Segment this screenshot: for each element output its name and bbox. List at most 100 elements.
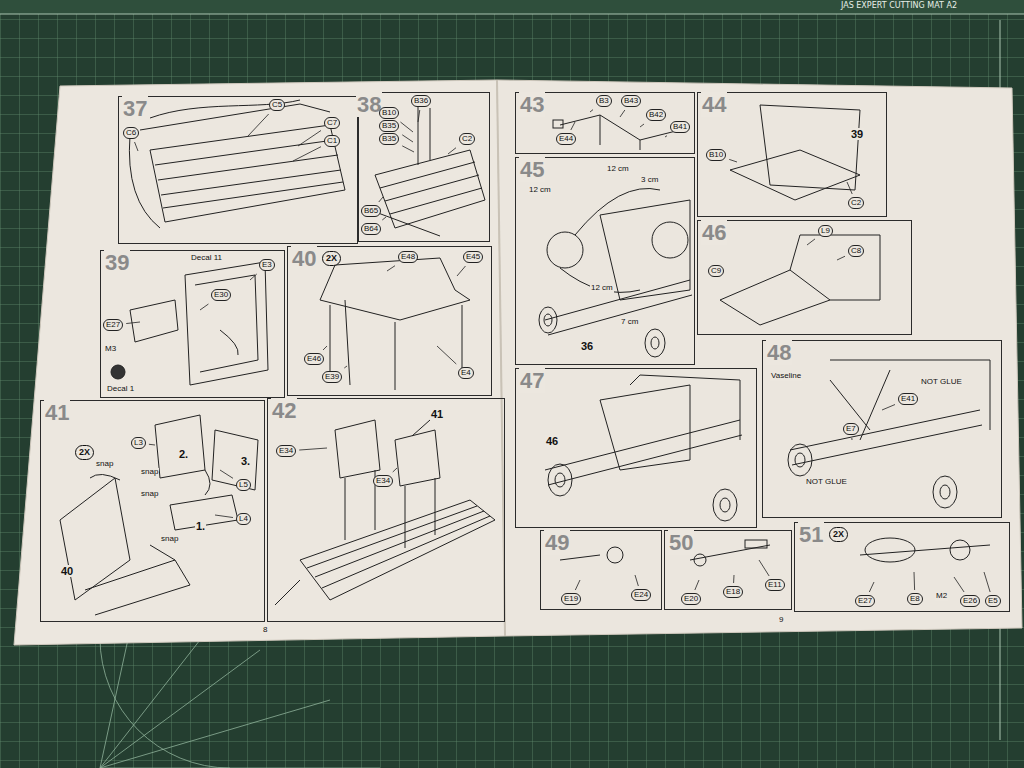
leader-line [387, 266, 395, 271]
part-sketch [185, 262, 268, 385]
part-callout: E34 [373, 475, 393, 487]
part-label: 12 cm [528, 186, 552, 195]
part-code: 2X [326, 253, 337, 263]
part-callout: E7 [843, 423, 859, 435]
leader-line [869, 582, 874, 592]
part-callout: C2 [848, 197, 864, 209]
leader-line [882, 405, 895, 410]
part-callout: E5 [985, 595, 1001, 607]
leader-line [215, 515, 233, 518]
part-callout: E8 [907, 593, 923, 605]
part-sketch [730, 105, 860, 200]
part-code: E19 [564, 594, 578, 603]
part-sketch [539, 307, 557, 333]
part-sketch [60, 478, 190, 615]
part-label: M3 [104, 345, 117, 354]
part-callout: B36 [411, 95, 431, 107]
step-number: 51 [798, 522, 824, 547]
part-label: 39 [850, 128, 864, 140]
part-code: B43 [624, 96, 638, 105]
part-label: NOT GLUE [805, 478, 848, 487]
leader-line [250, 274, 257, 280]
part-callout: E11 [765, 579, 785, 591]
part-code: L9 [821, 226, 830, 235]
step-panel: 42E34E34 [267, 398, 505, 622]
step-number: 39 [104, 250, 130, 275]
part-callout: E48 [398, 251, 418, 263]
part-sketch [713, 489, 737, 521]
part-code: C6 [126, 128, 136, 137]
step-panel: 412XL3L5L4 [40, 400, 265, 622]
part-callout: B41 [670, 121, 690, 133]
part-code: B10 [709, 150, 723, 159]
leader-line [590, 110, 593, 112]
part-sketch [652, 222, 688, 258]
part-callout: B42 [646, 109, 666, 121]
part-callout: E46 [304, 353, 324, 365]
part-callout: E3 [259, 259, 275, 271]
instruction-sheet [497, 80, 1022, 636]
part-callout: C2 [459, 133, 475, 145]
part-label: snap [160, 535, 179, 544]
part-code: E7 [846, 424, 856, 433]
leader-line [299, 448, 327, 450]
step-panel: 47 [515, 368, 757, 528]
part-sketch [790, 360, 990, 465]
part-sketch [375, 150, 485, 228]
part-sketch [380, 162, 482, 214]
step-panel: 512XE27E8E26E5 [794, 522, 1010, 612]
part-callout: L9 [818, 225, 833, 237]
part-sketch [645, 329, 665, 357]
part-callout: E24 [631, 589, 651, 601]
part-sketch [720, 498, 730, 512]
part-label: 41 [430, 408, 444, 420]
leader-line [126, 322, 140, 324]
part-sketch [545, 200, 692, 335]
part-callout: E4 [458, 367, 474, 379]
instruction-sheet [14, 80, 505, 645]
part-sketch [129, 100, 330, 228]
part-label: M2 [935, 592, 948, 601]
part-label: 36 [580, 340, 594, 352]
step-number: 41 [44, 400, 70, 425]
part-sketch [607, 547, 623, 563]
part-label: NOT GLUE [920, 378, 963, 387]
part-code: C7 [327, 118, 337, 127]
part-sketch [370, 100, 440, 236]
leader-line [323, 346, 327, 350]
part-code: C2 [462, 134, 472, 143]
part-code: C1 [327, 136, 337, 145]
part-code: 2X [79, 447, 90, 457]
leader-line [575, 580, 580, 590]
part-code: E11 [768, 580, 782, 589]
leader-line [448, 148, 456, 154]
step-panel: 49E19E24 [540, 530, 662, 610]
part-code: B42 [649, 110, 663, 119]
leader-line [149, 444, 155, 446]
part-label: snap [140, 490, 159, 499]
leader-line [379, 197, 383, 202]
part-sketch [150, 125, 345, 222]
part-sketch [788, 444, 812, 476]
part-sketch [544, 314, 552, 326]
step-panel: 38B36B10B35B35C2B65B64 [358, 92, 490, 242]
leader-line [344, 366, 347, 368]
part-sketch [933, 476, 957, 508]
part-code: E45 [466, 252, 480, 261]
part-callout: E45 [463, 251, 483, 263]
leader-line [402, 135, 413, 142]
leader-line [457, 266, 465, 276]
leader-line [620, 110, 625, 117]
part-code: B3 [599, 96, 609, 105]
part-code: L4 [239, 514, 248, 523]
part-callout: B3 [596, 95, 612, 107]
part-label: 40 [60, 565, 74, 577]
part-code: 2X [833, 529, 844, 539]
part-code: C2 [851, 198, 861, 207]
leader-line [635, 575, 638, 586]
part-callout: E41 [898, 393, 918, 405]
leader-line [695, 580, 699, 590]
part-callout: E27 [855, 595, 875, 607]
part-code: E34 [279, 446, 293, 455]
